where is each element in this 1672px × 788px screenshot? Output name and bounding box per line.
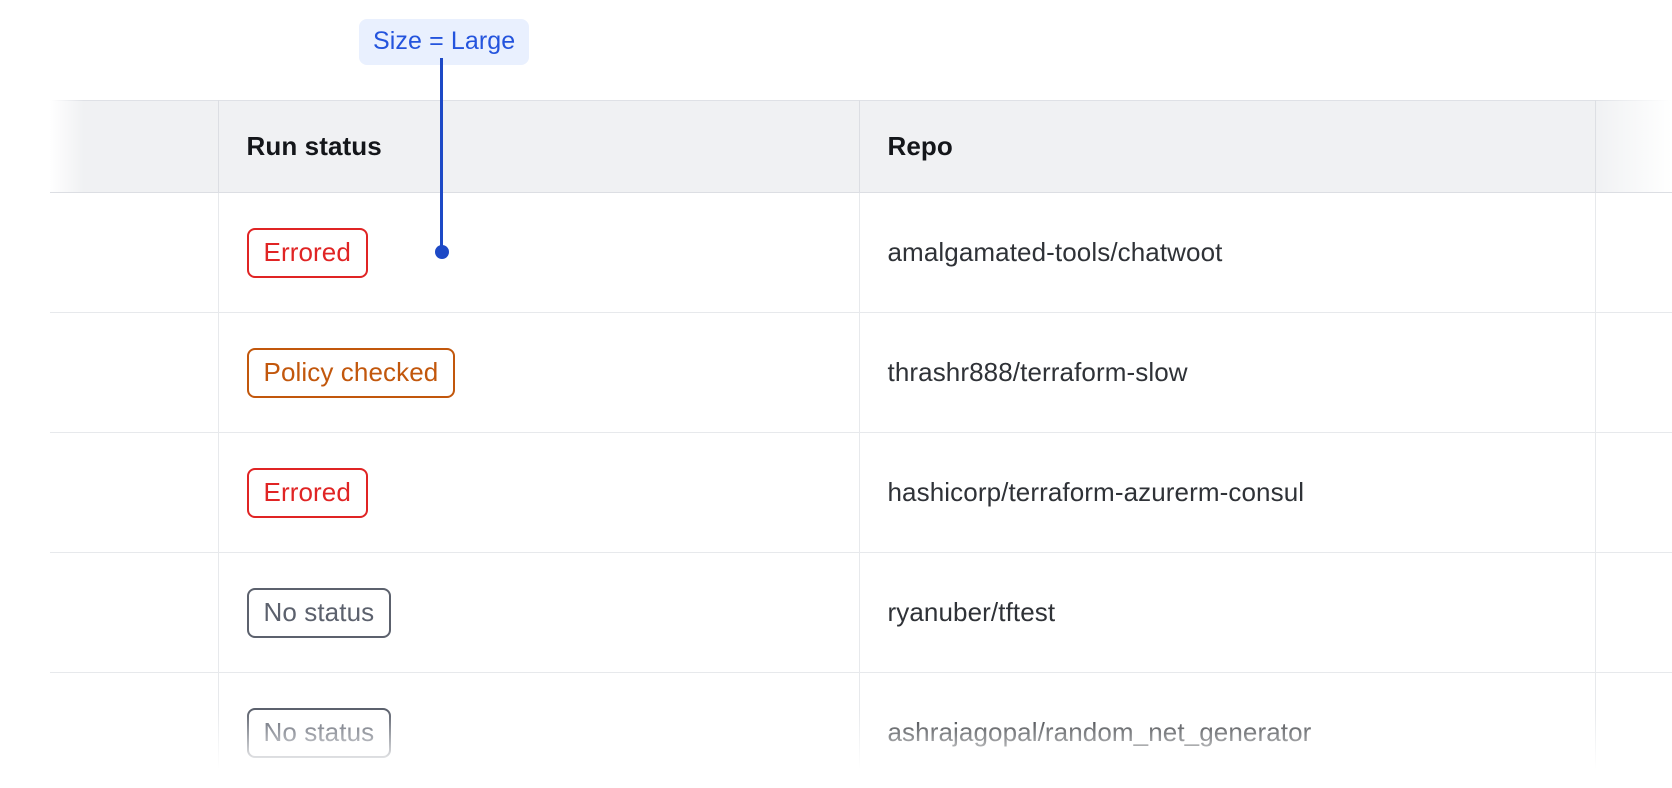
table-header: Run status Repo [50, 100, 1672, 193]
status-badge[interactable]: No status [246, 587, 392, 638]
table-row[interactable]: No status ashrajagopal/random_net_genera… [50, 672, 1672, 788]
status-badge[interactable]: No status [246, 707, 392, 758]
table-row[interactable]: Errored hashicorp/terraform-azurerm-cons… [50, 432, 1672, 553]
repo-cell[interactable]: amalgamated-tools/chatwoot [859, 192, 1596, 313]
row-tail-cell [1595, 192, 1672, 313]
column-header-spacer[interactable] [50, 100, 219, 193]
status-badge[interactable]: Policy checked [246, 347, 456, 398]
run-status-cell: Errored [218, 432, 860, 553]
row-spacer-cell [50, 432, 219, 553]
row-spacer-cell [50, 552, 219, 673]
row-spacer-cell [50, 192, 219, 313]
repo-cell[interactable]: ashrajagopal/random_net_generator [859, 672, 1596, 788]
run-status-cell: Errored [218, 192, 860, 313]
repo-cell[interactable]: hashicorp/terraform-azurerm-consul [859, 432, 1596, 553]
repo-cell[interactable]: thrashr888/terraform-slow [859, 312, 1596, 433]
row-tail-cell [1595, 672, 1672, 788]
row-spacer-cell [50, 312, 219, 433]
status-badge[interactable]: Errored [246, 227, 368, 278]
repo-cell[interactable]: ryanuber/tftest [859, 552, 1596, 673]
row-tail-cell [1595, 432, 1672, 553]
status-badge[interactable]: Errored [246, 467, 368, 518]
table-body: Errored amalgamated-tools/chatwoot Polic… [50, 192, 1672, 788]
column-header-run-status[interactable]: Run status [218, 100, 860, 193]
table-scroll-viewport[interactable]: Run status Repo Errored amalgamated-tool… [0, 100, 1672, 788]
column-header-repo[interactable]: Repo [859, 100, 1596, 193]
table-header-row: Run status Repo [50, 100, 1672, 193]
table-row[interactable]: Errored amalgamated-tools/chatwoot [50, 192, 1672, 313]
column-header-tail[interactable] [1595, 100, 1672, 193]
row-tail-cell [1595, 312, 1672, 433]
run-status-cell: Policy checked [218, 312, 860, 433]
run-status-cell: No status [218, 672, 860, 788]
table-row[interactable]: No status ryanuber/tftest [50, 552, 1672, 673]
run-status-cell: No status [218, 552, 860, 673]
table-row[interactable]: Policy checked thrashr888/terraform-slow [50, 312, 1672, 433]
annotation-callout: Size = Large [0, 0, 1672, 280]
row-spacer-cell [50, 672, 219, 788]
annotation-label[interactable]: Size = Large [359, 19, 530, 65]
row-tail-cell [1595, 552, 1672, 673]
run-status-table: Run status Repo Errored amalgamated-tool… [50, 100, 1672, 788]
